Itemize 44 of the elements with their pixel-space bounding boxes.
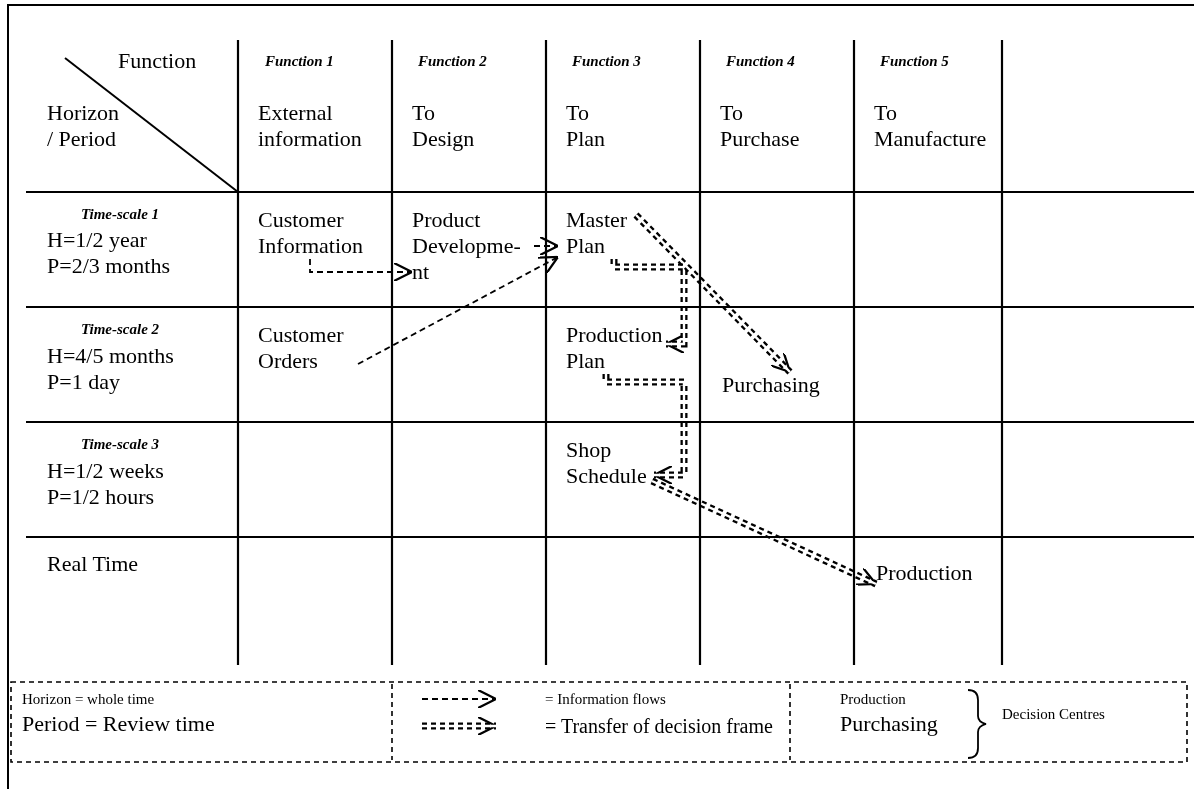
column-heading: To Plan bbox=[566, 100, 607, 152]
horizon-text: H=4/5 months bbox=[47, 343, 174, 369]
double-dashed-arrow bbox=[610, 259, 688, 355]
column-heading: External information bbox=[258, 100, 363, 152]
legend-note: Decision Centres bbox=[1002, 705, 1105, 723]
decision-centre: Master Plan bbox=[558, 207, 636, 259]
dashed-arrow bbox=[533, 235, 560, 257]
row-heading: Real Time bbox=[47, 551, 139, 577]
heading-text: Horizon / Period bbox=[47, 100, 121, 152]
double-dashed-arrow bbox=[633, 212, 793, 375]
column-heading: Function 1 bbox=[265, 52, 334, 70]
decision-centre: Production bbox=[876, 560, 973, 586]
column-heading: Function 5 bbox=[880, 52, 949, 70]
period-text: P=1/2 hours bbox=[47, 484, 155, 510]
legend-note: Purchasing bbox=[840, 711, 938, 737]
legend-note: Horizon = whole time bbox=[22, 690, 155, 708]
decision-centre: Shop Schedule bbox=[566, 437, 652, 489]
column-heading: Function 3 bbox=[572, 52, 641, 70]
heading-text: Function bbox=[118, 48, 197, 74]
row-heading: Time-scale 3 bbox=[80, 435, 160, 453]
dashed-arrow bbox=[309, 258, 414, 283]
horizon-text: H=1/2 weeks bbox=[47, 458, 164, 484]
dashed-arrow bbox=[357, 255, 560, 365]
double-dashed-arrow bbox=[650, 477, 878, 588]
row-heading: Time-scale 2 bbox=[80, 320, 160, 338]
horizon-text: H=1/2 year bbox=[47, 227, 147, 253]
column-heading: To Manufacture bbox=[874, 100, 988, 152]
row-heading: Time-scale 1 bbox=[80, 205, 160, 223]
decision-centre: Production Plan bbox=[566, 322, 664, 374]
decision-centre: Purchasing bbox=[722, 372, 820, 398]
column-heading: To Purchase bbox=[720, 100, 801, 152]
decision-centre: Product Developme- nt bbox=[412, 207, 534, 285]
column-heading: To Design bbox=[412, 100, 476, 152]
decision-centre: Customer Orders bbox=[258, 322, 358, 374]
column-heading: Function 2 bbox=[418, 52, 487, 70]
decision-centre: Customer Information bbox=[258, 207, 388, 259]
period-text: P=2/3 months bbox=[47, 253, 171, 279]
column-heading: Function 4 bbox=[726, 52, 795, 70]
legend-text: = Information flows bbox=[545, 690, 666, 708]
double-dashed-arrow bbox=[602, 374, 688, 486]
legend-note: Production bbox=[840, 690, 906, 708]
legend-text: = Transfer of decision frame bbox=[545, 714, 773, 739]
period-text: P=1 day bbox=[47, 369, 120, 395]
legend-note: Period = Review time bbox=[22, 711, 215, 737]
